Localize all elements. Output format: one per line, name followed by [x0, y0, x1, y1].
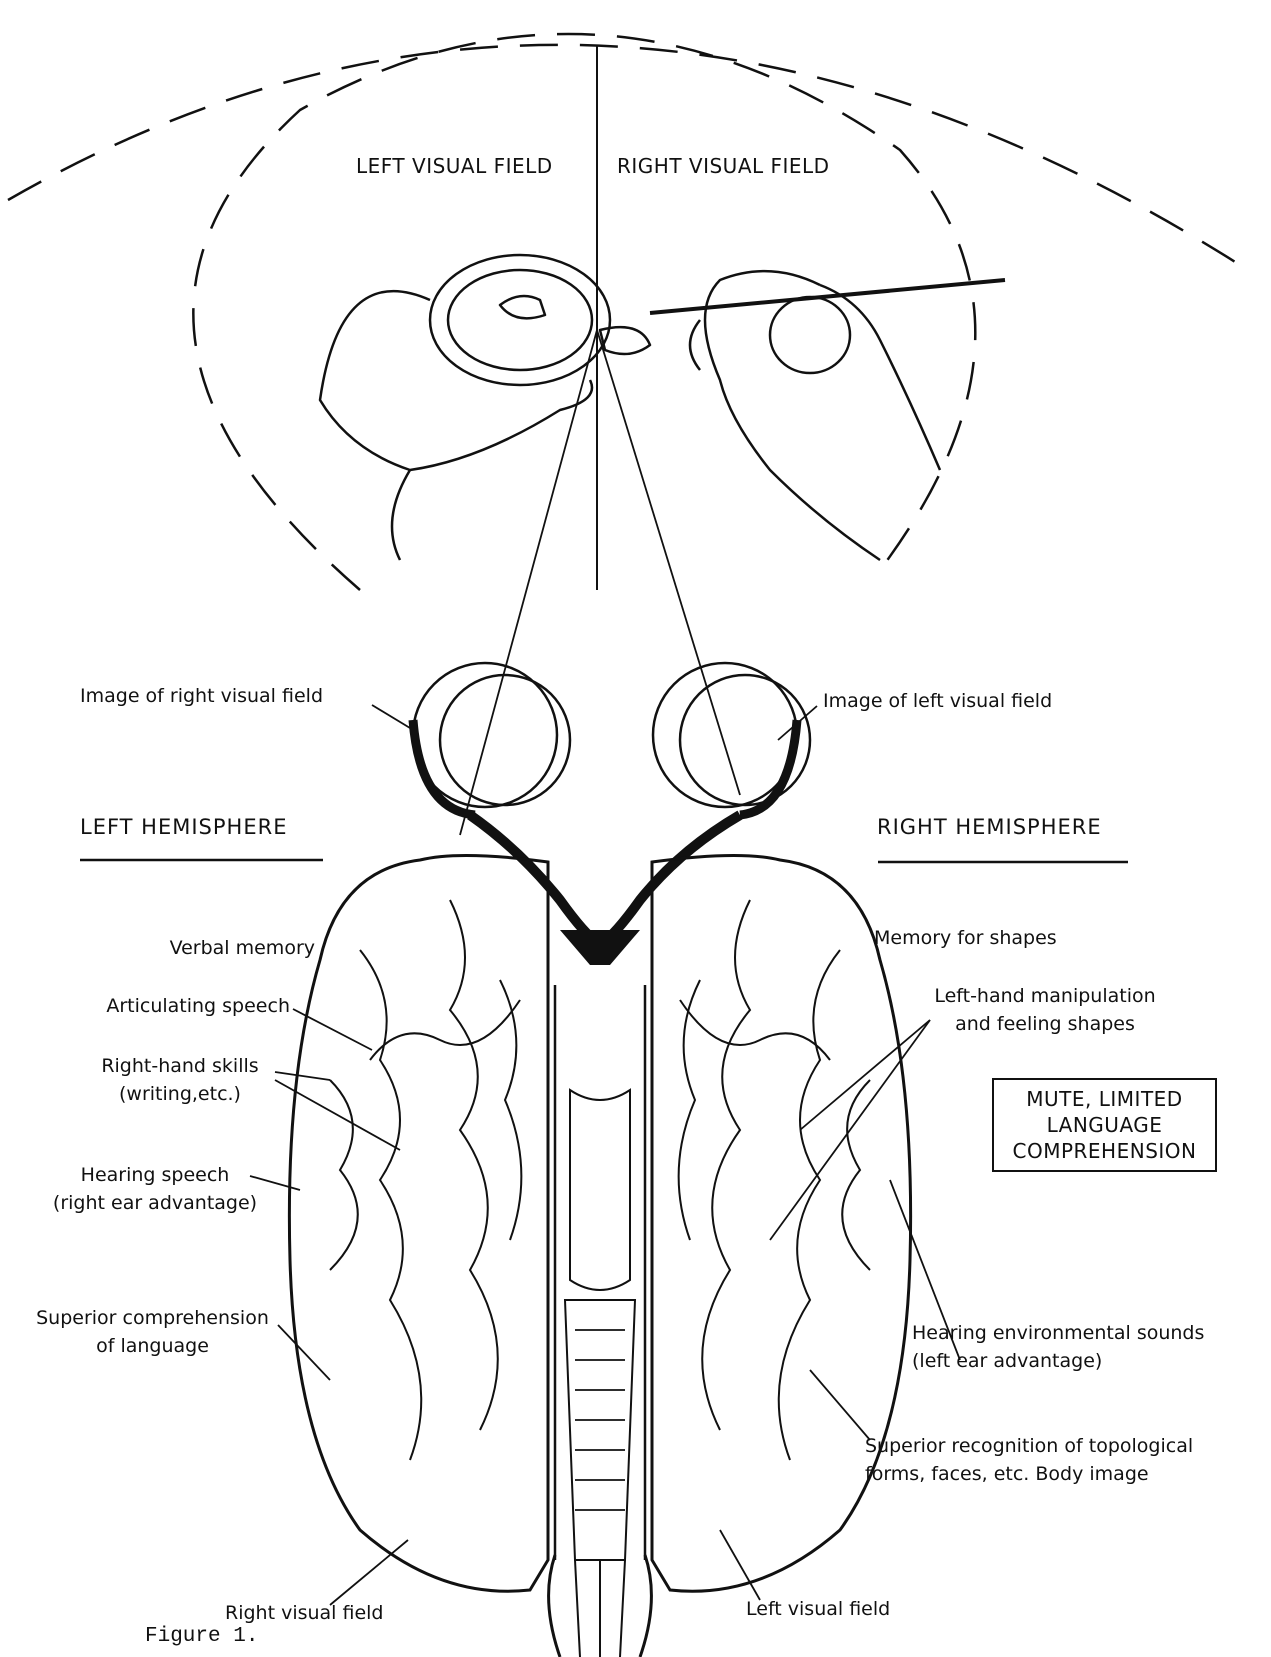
eyes — [413, 663, 810, 815]
mute-box-line2: LANGUAGE — [1002, 1112, 1207, 1138]
label-left-hand-line1: Left-hand manipulation — [900, 983, 1190, 1011]
figure-caption: Figure 1. — [145, 1625, 258, 1648]
right-hemisphere-heading: RIGHT HEMISPHERE — [877, 815, 1102, 839]
brainstem — [549, 985, 652, 1657]
label-superior-recognition: Superior recognition of topological form… — [865, 1433, 1193, 1488]
label-memory-for-shapes: Memory for shapes — [874, 925, 1057, 953]
label-superior-comprehension-line1: Superior comprehension — [10, 1305, 295, 1333]
label-left-visual-field-bottom: Left visual field — [746, 1596, 890, 1624]
label-topological-line1: Superior recognition of topological — [865, 1433, 1193, 1461]
label-right-hand-skills-line2: (writing,etc.) — [70, 1081, 290, 1109]
label-hearing-speech: Hearing speech (right ear advantage) — [35, 1162, 275, 1217]
label-image-right-visual-field: Image of right visual field — [80, 683, 323, 711]
label-hearing-speech-line2: (right ear advantage) — [35, 1190, 275, 1218]
label-articulating-speech: Articulating speech — [40, 993, 290, 1021]
label-superior-comprehension-line2: of language — [10, 1333, 295, 1361]
optic-chiasm — [470, 815, 740, 945]
left-visual-field-heading: LEFT VISUAL FIELD — [356, 154, 553, 178]
label-topological-line2: forms, faces, etc. Body image — [865, 1461, 1193, 1489]
label-verbal-memory: Verbal memory — [100, 935, 315, 963]
label-superior-comprehension: Superior comprehension of language — [10, 1305, 295, 1360]
label-left-hand-manipulation: Left-hand manipulation and feeling shape… — [900, 983, 1190, 1038]
label-hearing-env-line2: (left ear advantage) — [912, 1348, 1204, 1376]
left-hemisphere-heading: LEFT HEMISPHERE — [80, 815, 287, 839]
label-left-hand-line2: and feeling shapes — [900, 1011, 1190, 1039]
left-hemisphere-outline — [289, 855, 548, 1591]
mute-limited-language-box: MUTE, LIMITED LANGUAGE COMPREHENSION — [992, 1078, 1217, 1172]
label-right-hand-skills-line1: Right-hand skills — [70, 1053, 290, 1081]
label-image-left-visual-field: Image of left visual field — [823, 688, 1052, 716]
label-hearing-speech-line1: Hearing speech — [35, 1162, 275, 1190]
label-right-visual-field-bottom: Right visual field — [225, 1600, 384, 1628]
visual-field-arcs — [8, 34, 1240, 590]
mute-box-line3: COMPREHENSION — [1002, 1138, 1207, 1164]
hands-illustration — [320, 255, 1005, 560]
right-visual-field-heading: RIGHT VISUAL FIELD — [617, 154, 830, 178]
label-hearing-env-line1: Hearing environmental sounds — [912, 1320, 1204, 1348]
pointer-stick — [650, 280, 1005, 313]
sight-lines — [460, 330, 740, 835]
label-right-hand-skills: Right-hand skills (writing,etc.) — [70, 1053, 290, 1108]
mute-box-line1: MUTE, LIMITED — [1002, 1086, 1207, 1112]
label-hearing-environmental-sounds: Hearing environmental sounds (left ear a… — [912, 1320, 1204, 1375]
